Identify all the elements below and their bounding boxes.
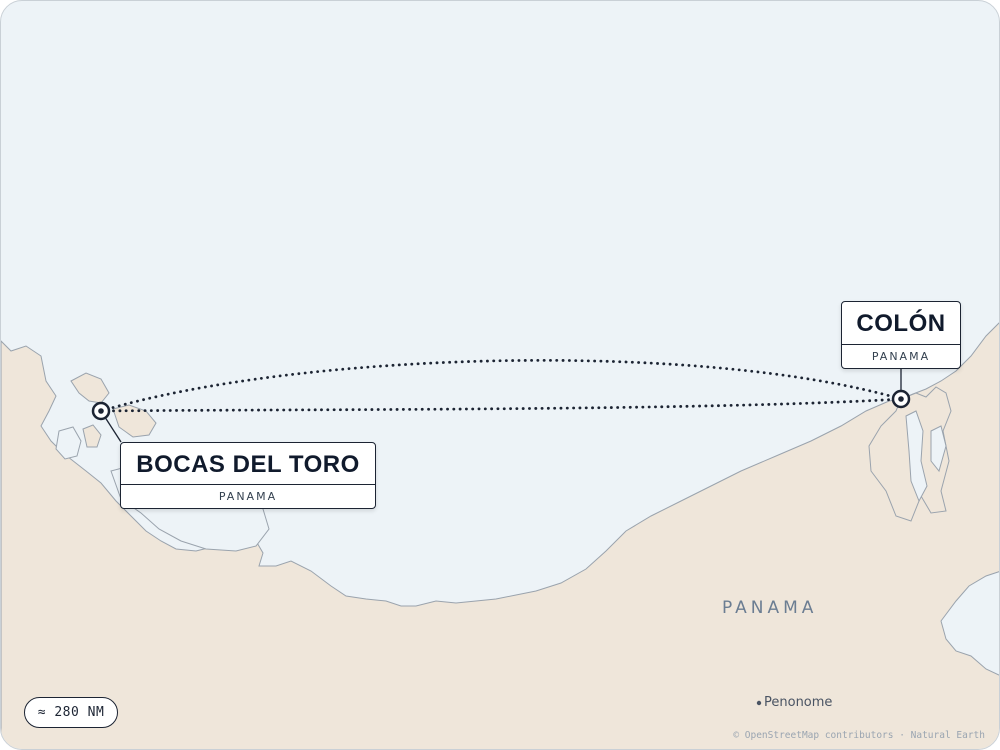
target-pin-icon[interactable] xyxy=(891,389,911,409)
bocas-island-2 xyxy=(112,404,157,438)
destination-label[interactable]: COLÓN PANAMA xyxy=(841,301,961,369)
country-label: PANAMA xyxy=(722,598,818,618)
origin-name: BOCAS DEL TORO xyxy=(136,451,360,478)
colon-inlet xyxy=(930,425,947,473)
bocas-island-3 xyxy=(82,424,102,448)
map-attribution[interactable]: © OpenStreetMap contributors · Natural E… xyxy=(733,730,985,741)
mainland-coast xyxy=(1,322,999,749)
origin-label[interactable]: BOCAS DEL TORO PANAMA xyxy=(120,442,376,509)
route-layer xyxy=(99,358,903,413)
bocas-island-1 xyxy=(70,372,110,404)
town-dot xyxy=(756,700,762,706)
route-line-south xyxy=(99,397,903,413)
origin-country: PANAMA xyxy=(121,484,375,509)
almirante-bay xyxy=(55,426,82,460)
target-pin-icon[interactable] xyxy=(91,401,111,421)
east-estuary xyxy=(940,571,999,676)
destination-country: PANAMA xyxy=(842,344,960,369)
town-label: Penonome xyxy=(764,695,833,710)
scale-badge: ≈ 280 NM xyxy=(24,697,118,728)
land-layer xyxy=(1,322,999,749)
gatun-channel xyxy=(905,410,928,503)
route-line-north xyxy=(99,358,903,413)
destination-name: COLÓN xyxy=(856,310,946,337)
